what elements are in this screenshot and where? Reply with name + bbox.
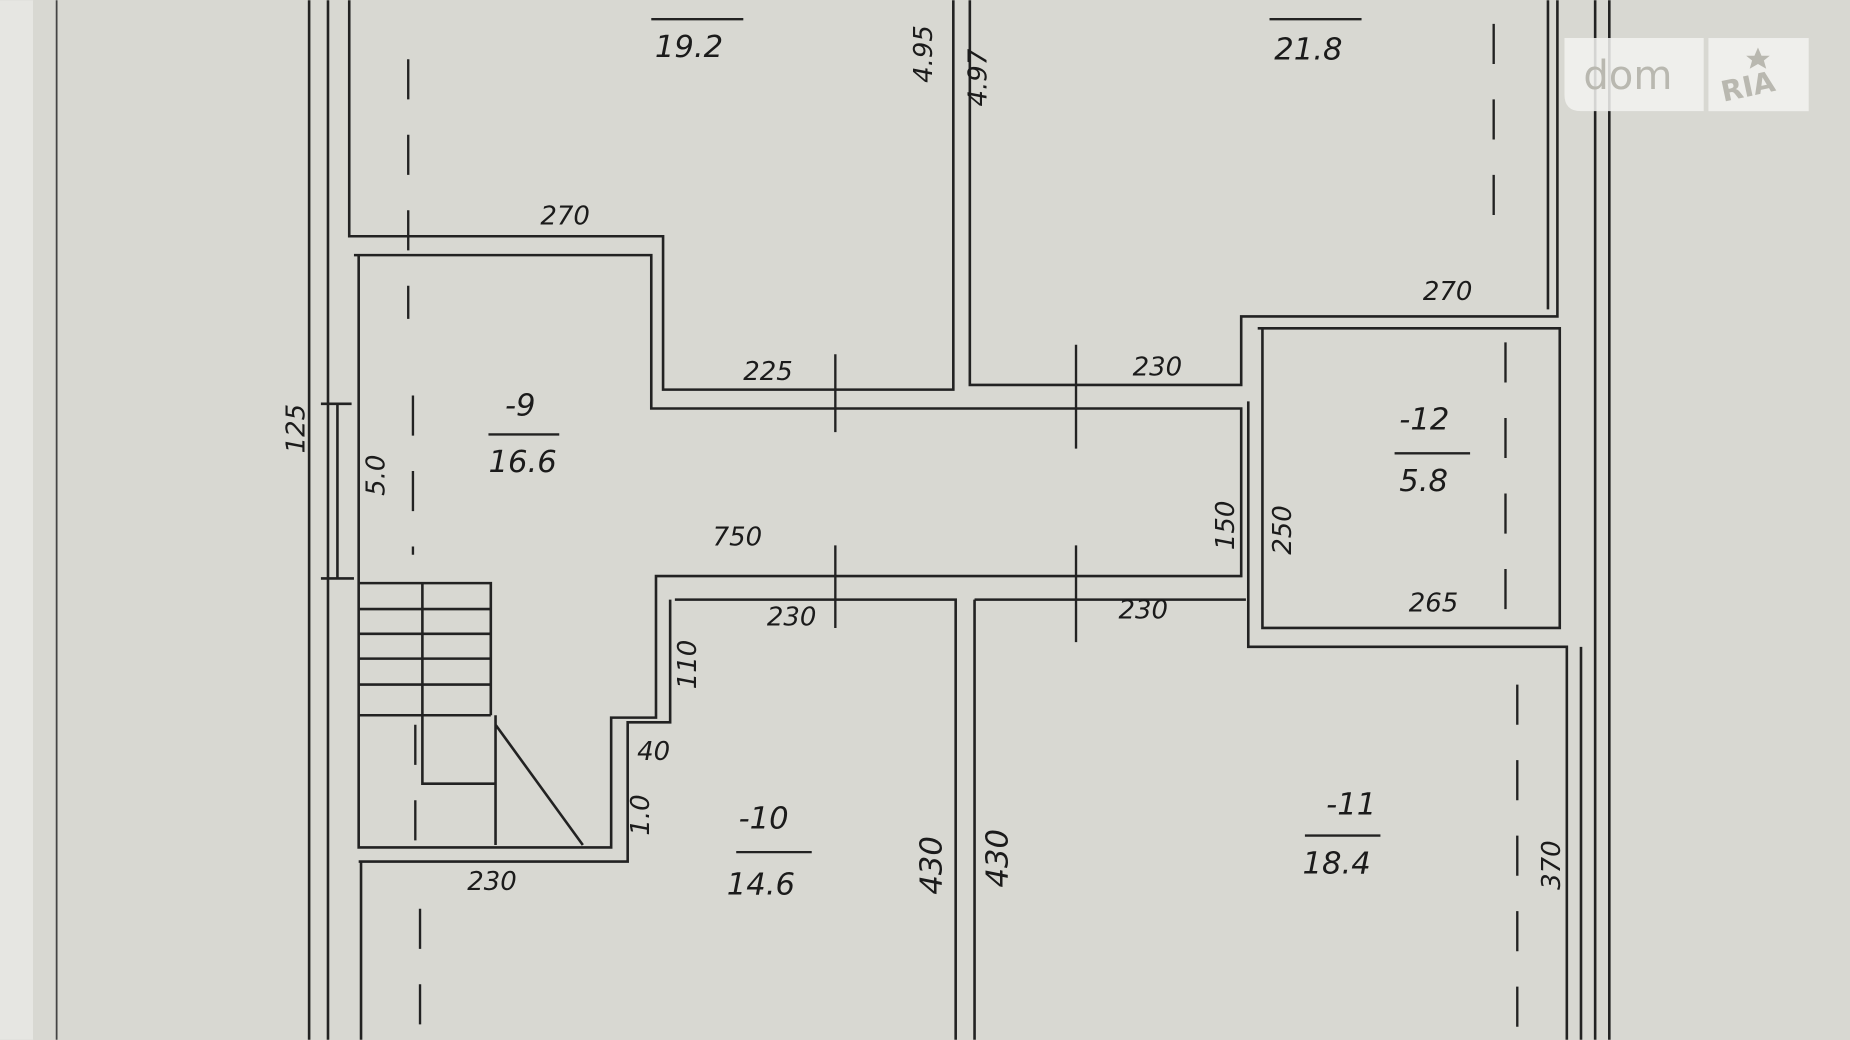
dimension: 370 [1537,840,1567,890]
door-marks [834,344,1078,643]
dimension: 750 [713,522,763,552]
dimension: 40 [637,737,670,767]
dimension: 4.97 [963,48,993,106]
room-number: -10 [739,802,789,837]
room-number: -11 [1326,787,1376,822]
dimension: 230 [1118,596,1168,626]
room-area: 19.2 [655,30,723,65]
center-lines [407,23,1519,1040]
dimension: 4.95 [909,25,939,83]
dimension: 225 [743,357,793,387]
dimension: 430 [915,836,950,895]
paper-edge [0,0,34,1040]
dimension: 430 [981,829,1016,888]
dimension: 5.0 [362,455,392,496]
room-area: 14.6 [727,868,795,903]
logo-dom: dom [1583,53,1672,99]
room-labels: 19.2 21.8 -9 16.6 -12 5.8 -10 14.6 -11 1… [488,17,1471,903]
dimension: 265 [1409,588,1459,618]
dimension: 110 [673,640,703,690]
walls [307,0,1611,1040]
room-area: 18.4 [1303,846,1371,881]
dimension: 270 [540,201,590,231]
dimension: 125 [281,404,311,454]
room-area: 21.8 [1274,32,1342,67]
room-number: -12 [1399,403,1449,438]
dimension: 230 [467,867,517,897]
dimension: 150 [1211,501,1241,551]
stairs [358,581,584,846]
dimension: 250 [1268,505,1298,555]
dimension: 230 [1133,352,1183,382]
domria-watermark: dom RIA [1564,38,1809,112]
star-icon [1746,47,1770,69]
room-area: 5.8 [1399,464,1448,499]
room-area: 16.6 [488,445,556,480]
dimension: 230 [767,603,817,633]
room-number: -9 [505,389,536,424]
dimension: 270 [1423,277,1473,307]
dimension: 1.0 [626,794,656,835]
dimension-labels: 4.95 4.97 270 270 225 230 125 5.0 750 15… [281,25,1566,897]
